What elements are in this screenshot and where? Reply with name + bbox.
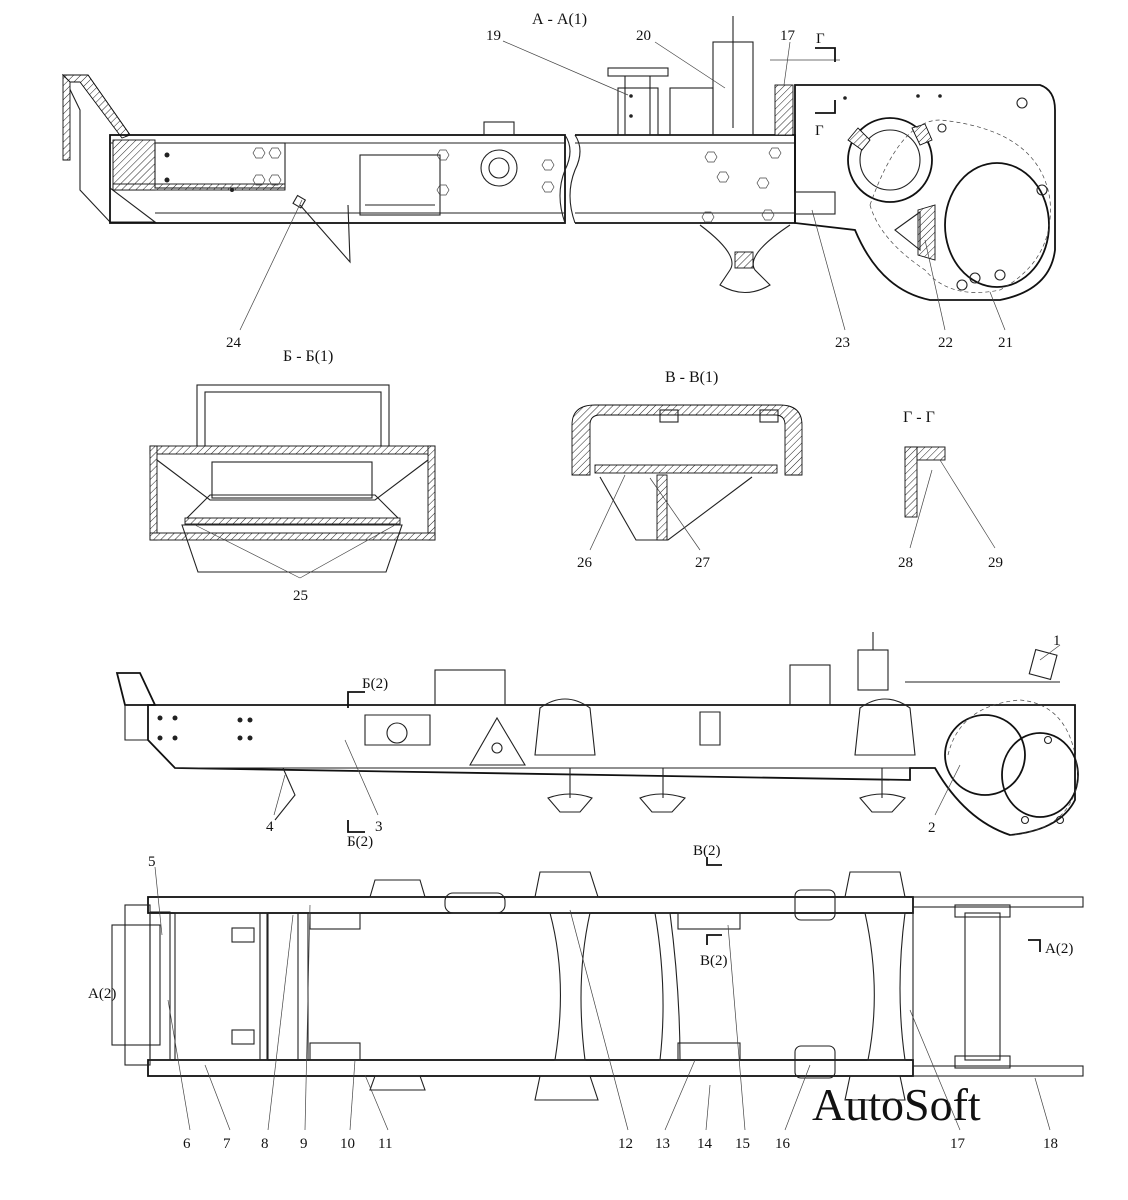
callout-8: 8: [261, 1136, 269, 1152]
section-bb-view: Б - Б(1) 25: [149, 348, 436, 604]
callout-14: 14: [697, 1136, 713, 1152]
callout-27: 27: [695, 555, 711, 571]
section-mark-b2-top: Б(2): [362, 676, 388, 692]
callout-18: 18: [1043, 1136, 1058, 1152]
callout-22: 22: [938, 335, 953, 351]
section-gg-view: Г - Г 28 29: [898, 409, 1003, 571]
callout-21: 21: [998, 335, 1013, 351]
section-vv-title: В - В(1): [665, 369, 718, 386]
watermark: AutoSoft: [812, 1079, 981, 1130]
frame-plan-view: В(2) В(2) А(2) А(2) 5 6 7 8 9 10 11 12: [88, 843, 1084, 1152]
callout-7: 7: [223, 1136, 231, 1152]
callout-19: 19: [486, 28, 501, 44]
callout-17-bottom: 17: [950, 1136, 966, 1152]
callout-12: 12: [618, 1136, 633, 1152]
callout-17-top: 17: [780, 28, 796, 44]
callout-29: 29: [988, 555, 1003, 571]
callout-6: 6: [183, 1136, 191, 1152]
section-mark-v2-bottom: В(2): [700, 953, 728, 969]
section-mark-b2-bottom: Б(2): [347, 834, 373, 850]
callout-25: 25: [293, 588, 308, 604]
callout-26: 26: [577, 555, 593, 571]
section-gg-title: Г - Г: [903, 409, 935, 426]
section-aa-title: А - А(1): [532, 11, 587, 28]
section-mark-a2-left: А(2): [88, 986, 116, 1002]
callout-20: 20: [636, 28, 651, 44]
section-mark-v2-top: В(2): [693, 843, 721, 859]
callout-2: 2: [928, 820, 936, 836]
callout-16: 16: [775, 1136, 791, 1152]
section-vv-view: В - В(1) 26 27: [571, 369, 803, 571]
callout-5: 5: [148, 854, 156, 870]
frame-side-view: Б(2) Б(2) 1 2 3 4: [115, 632, 1079, 850]
callout-28: 28: [898, 555, 913, 571]
section-mark-a2-right: А(2): [1045, 941, 1073, 957]
section-mark-g-top: Г: [816, 31, 825, 47]
callout-3: 3: [375, 819, 383, 835]
section-mark-g-bottom: Г: [815, 123, 824, 139]
section-aa-view: А - А(1): [61, 11, 1056, 351]
callout-11: 11: [378, 1136, 392, 1152]
section-bb-title: Б - Б(1): [283, 348, 333, 365]
callout-23: 23: [835, 335, 850, 351]
callout-4: 4: [266, 819, 274, 835]
callout-1: 1: [1053, 633, 1061, 649]
callout-15: 15: [735, 1136, 750, 1152]
callout-10: 10: [340, 1136, 355, 1152]
callout-9: 9: [300, 1136, 308, 1152]
callout-24: 24: [226, 335, 242, 351]
callout-13: 13: [655, 1136, 670, 1152]
